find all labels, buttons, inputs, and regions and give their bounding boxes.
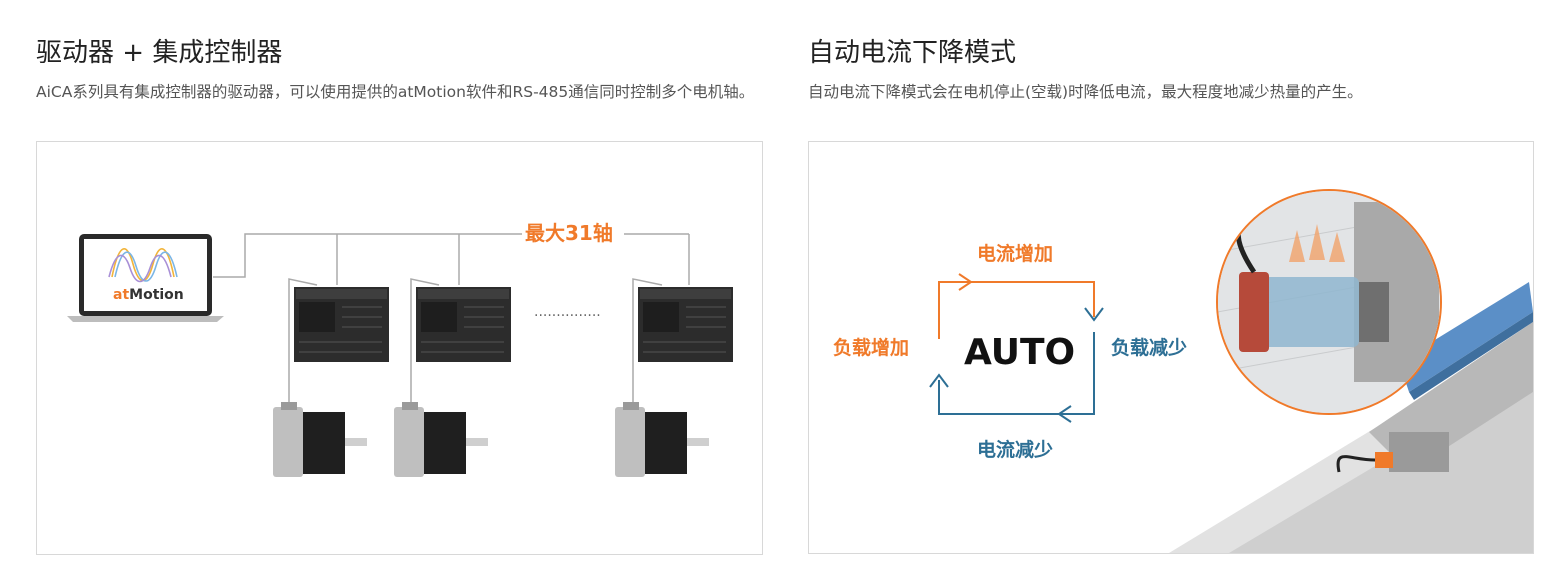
auto-label: AUTO xyxy=(964,332,1075,373)
cycle-arrows xyxy=(929,273,1104,423)
section-title: 自动电流下降模式 xyxy=(808,38,1017,68)
motor-unit xyxy=(273,402,367,477)
driver-unit xyxy=(416,287,511,362)
section-title: 驱动器 + 集成控制器 xyxy=(36,38,283,68)
load-increase-label: 负载增加 xyxy=(833,336,909,359)
section-description: 自动电流下降模式会在电机停止(空载)时降低电流，最大程度地减少热量的产生。 xyxy=(808,83,1363,101)
motor-unit xyxy=(394,402,488,477)
network-diagram: atMotion 最大31轴 xyxy=(67,221,733,477)
motor-unit xyxy=(615,402,709,477)
laptop-icon: atMotion xyxy=(67,234,224,322)
driver-unit xyxy=(294,287,389,362)
connection-lines xyxy=(213,233,690,407)
network-diagram-frame: atMotion 最大31轴 xyxy=(36,141,763,555)
load-decrease-label: 负载减少 xyxy=(1111,336,1187,359)
atmotion-logo-icon xyxy=(108,248,178,283)
current-increase-label: 电流增加 xyxy=(977,242,1053,265)
machine-illustration xyxy=(1169,282,1533,553)
axis-label: 最大31轴 xyxy=(525,221,613,245)
section-description: AiCA系列具有集成控制器的驱动器，可以使用提供的atMotion软件和RS-4… xyxy=(36,83,755,101)
logo-suffix: Motion xyxy=(129,287,184,303)
logo-prefix: at xyxy=(113,287,129,303)
svg-text:atMotion: atMotion xyxy=(113,287,184,303)
driver-unit xyxy=(638,287,733,362)
auto-current-diagram-frame: 电流增加 负载增加 负载减少 电流减少 AUTO xyxy=(808,141,1534,554)
ellipsis-text: ··············· xyxy=(534,308,601,324)
current-decrease-label: 电流减少 xyxy=(977,438,1053,461)
auto-current-diagram: 电流增加 负载增加 负载减少 电流减少 AUTO xyxy=(833,189,1533,553)
motor-zoom-circle xyxy=(1216,189,1442,415)
